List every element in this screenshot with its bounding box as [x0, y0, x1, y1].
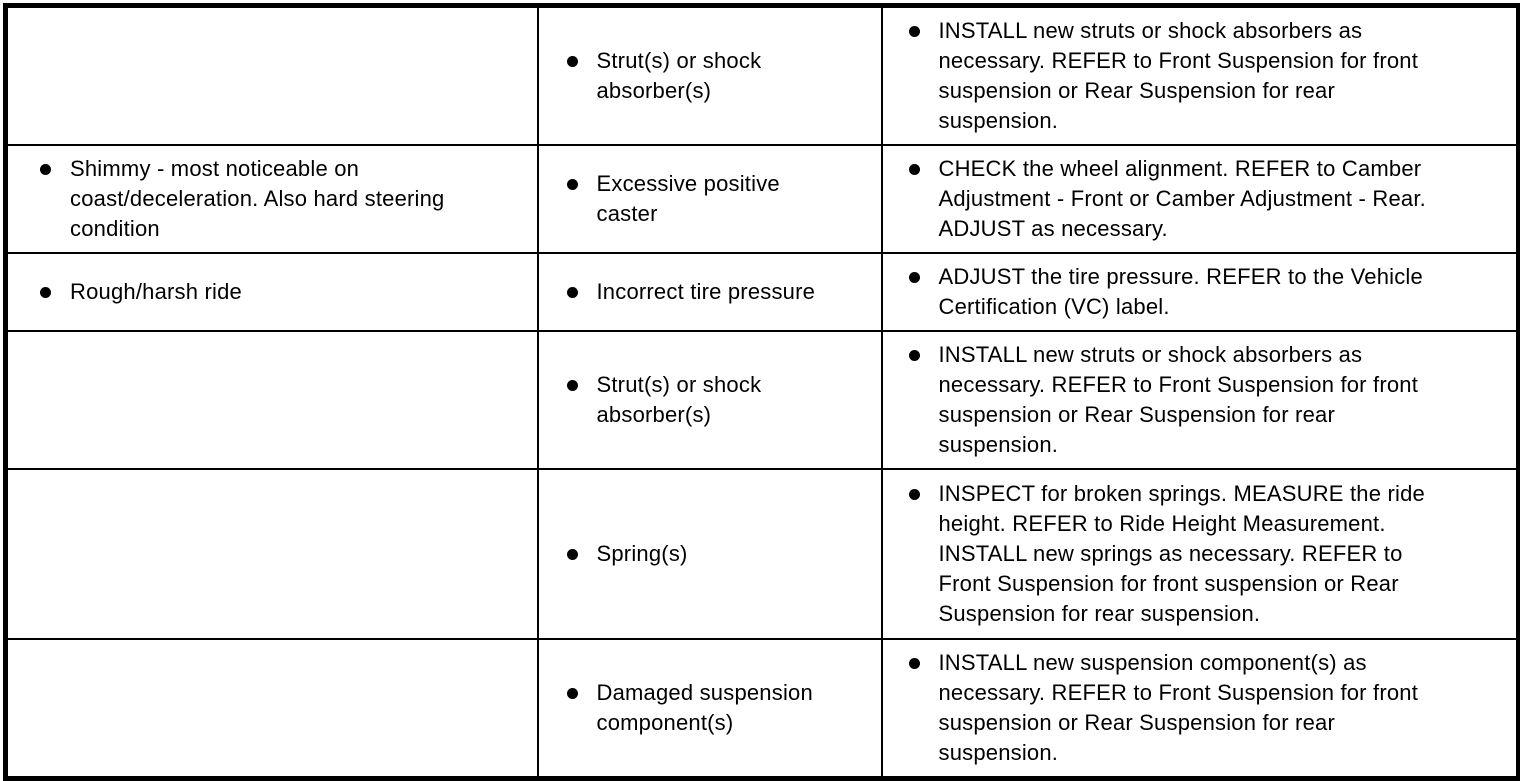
condition-cell: Rough/harsh ride — [4, 252, 539, 332]
table-row: Strut(s) or shock absorber(s) INSTALL ne… — [4, 4, 1520, 146]
bullet-icon — [566, 179, 578, 190]
bullet-icon — [566, 287, 578, 298]
table-row: Damaged suspension component(s) INSTALL … — [4, 638, 1520, 780]
bullet-icon — [908, 272, 920, 283]
table-row: Rough/harsh ride Incorrect tire pressure… — [4, 252, 1520, 332]
bullet-icon — [566, 380, 578, 391]
action-cell: INSTALL new suspension component(s) as n… — [880, 638, 1520, 780]
action-text: INSTALL new suspension component(s) as n… — [938, 650, 1419, 765]
action-cell: INSPECT for broken springs. MEASURE the … — [880, 468, 1520, 640]
bullet-icon — [40, 287, 51, 298]
bullet-icon — [908, 164, 920, 175]
source-text: Excessive positive caster — [596, 171, 780, 226]
bullet-icon — [908, 489, 920, 500]
action-text: ADJUST the tire pressure. REFER to the V… — [938, 264, 1423, 319]
condition-cell — [4, 330, 539, 470]
bullet-icon — [908, 26, 920, 37]
source-cell: Spring(s) — [536, 468, 883, 640]
condition-cell — [4, 4, 539, 146]
condition-cell: Shimmy - most noticeable on coast/decele… — [4, 144, 539, 254]
diagnosis-table: Strut(s) or shock absorber(s) INSTALL ne… — [3, 3, 1520, 781]
action-text: INSTALL new struts or shock absorbers as… — [938, 18, 1419, 133]
source-text: Damaged suspension component(s) — [596, 680, 813, 735]
action-cell: INSTALL new struts or shock absorbers as… — [880, 4, 1520, 146]
source-cell: Excessive positive caster — [536, 144, 883, 254]
table-row: Shimmy - most noticeable on coast/decele… — [4, 144, 1520, 254]
bullet-icon — [908, 350, 920, 361]
action-text: INSTALL new struts or shock absorbers as… — [938, 342, 1419, 457]
source-cell: Strut(s) or shock absorber(s) — [536, 4, 883, 146]
bullet-icon — [566, 549, 578, 560]
source-cell: Strut(s) or shock absorber(s) — [536, 330, 883, 470]
source-cell: Damaged suspension component(s) — [536, 638, 883, 780]
table-row: Spring(s) INSPECT for broken springs. ME… — [4, 468, 1520, 640]
source-text: Strut(s) or shock absorber(s) — [596, 48, 762, 103]
bullet-icon — [566, 56, 578, 67]
table-row: Strut(s) or shock absorber(s) INSTALL ne… — [4, 330, 1520, 470]
action-text: CHECK the wheel alignment. REFER to Camb… — [938, 156, 1426, 241]
action-cell: CHECK the wheel alignment. REFER to Camb… — [880, 144, 1520, 254]
action-cell: ADJUST the tire pressure. REFER to the V… — [880, 252, 1520, 332]
condition-cell — [4, 468, 539, 640]
action-text: INSPECT for broken springs. MEASURE the … — [938, 481, 1425, 626]
source-text: Incorrect tire pressure — [596, 279, 816, 304]
condition-text: Shimmy - most noticeable on coast/decele… — [70, 156, 445, 241]
bullet-icon — [908, 658, 920, 669]
condition-text: Rough/harsh ride — [70, 279, 242, 304]
source-text: Strut(s) or shock absorber(s) — [596, 372, 762, 427]
bullet-icon — [40, 164, 51, 175]
condition-cell — [4, 638, 539, 780]
source-text: Spring(s) — [596, 541, 688, 566]
action-cell: INSTALL new struts or shock absorbers as… — [880, 330, 1520, 470]
source-cell: Incorrect tire pressure — [536, 252, 883, 332]
bullet-icon — [566, 688, 578, 699]
